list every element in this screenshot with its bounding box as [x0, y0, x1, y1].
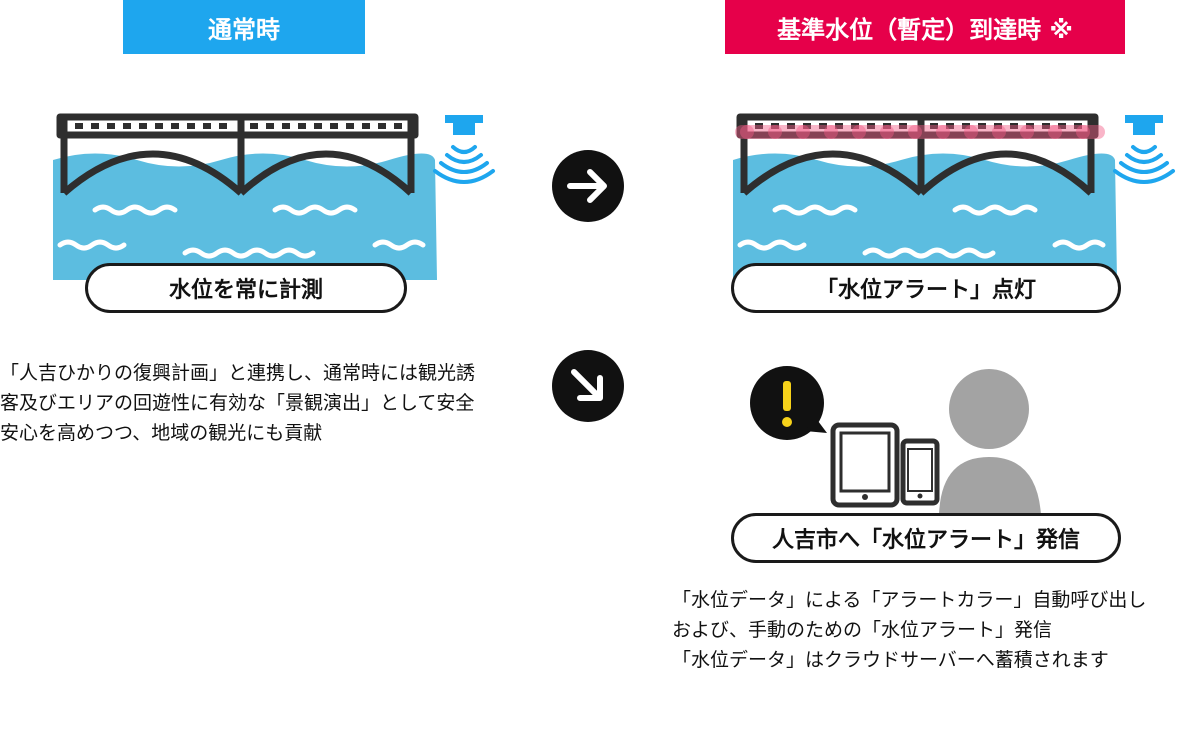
normal-state-tag: 通常時 — [123, 0, 365, 54]
arrow-right-icon — [552, 150, 624, 222]
tablet-icon — [833, 425, 897, 505]
measure-water-level-pill: 水位を常に計測 — [85, 263, 407, 313]
description-line: 「水位データ」による「アラートカラー」自動呼び出し — [672, 585, 1146, 615]
water-level-sensor-icon — [1115, 115, 1173, 182]
send-alert-to-city-pill: 人吉市へ「水位アラート」発信 — [731, 513, 1121, 563]
alert-description: 「水位データ」による「アラートカラー」自動呼び出し および、手動のための「水位ア… — [672, 585, 1146, 675]
alert-state-tag: 基準水位（暫定）到達時 ※ — [725, 0, 1125, 54]
arrow-down-right-icon — [552, 350, 624, 422]
description-line: 「人吉ひかりの復興計画」と連携し、通常時には観光誘 — [0, 358, 475, 388]
exclamation-icon — [750, 366, 827, 440]
description-line: 「水位データ」はクラウドサーバーへ蓄積されます — [672, 645, 1146, 675]
person-icon — [939, 369, 1041, 515]
alert-light-on-pill: 「水位アラート」点灯 — [731, 263, 1121, 313]
alert-light-glow — [735, 125, 1105, 139]
description-line: 客及びエリアの回遊性に有効な「景観演出」として安全 — [0, 388, 475, 418]
smartphone-icon — [903, 441, 937, 503]
water-level-sensor-icon — [435, 115, 493, 182]
normal-description: 「人吉ひかりの復興計画」と連携し、通常時には観光誘 客及びエリアの回遊性に有効な… — [0, 358, 475, 448]
notification-illustration — [745, 365, 1055, 515]
description-line: 安心を高めつつ、地域の観光にも貢献 — [0, 418, 475, 448]
description-line: および、手動のための「水位アラート」発信 — [672, 615, 1146, 645]
